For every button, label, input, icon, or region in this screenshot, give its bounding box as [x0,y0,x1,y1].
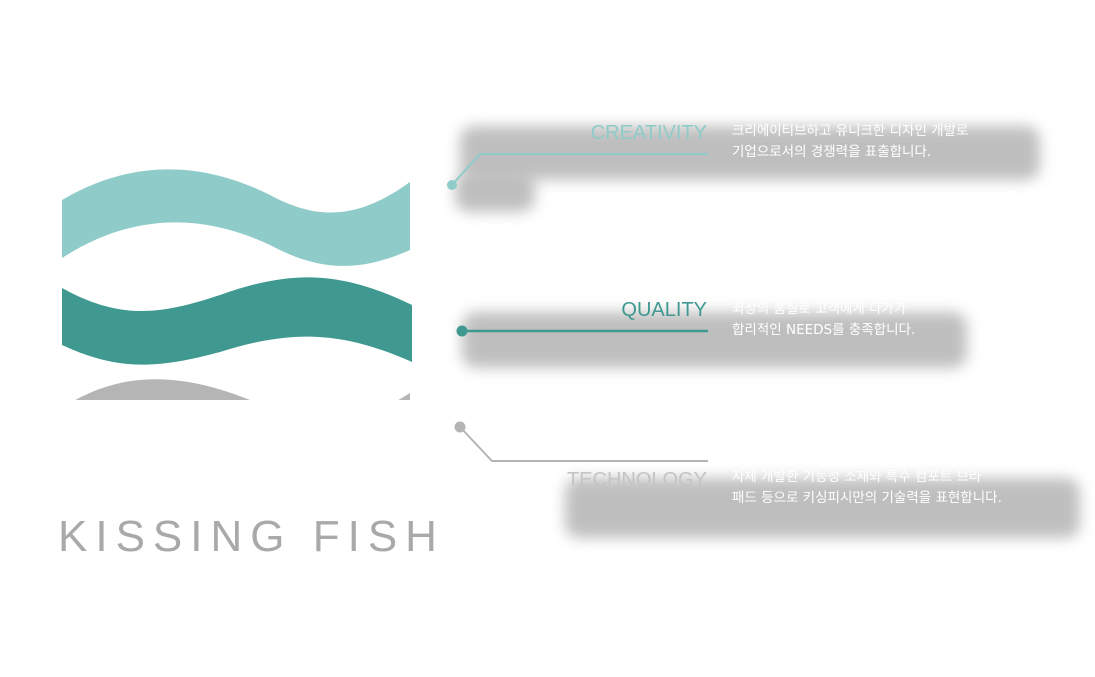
creativity-dot [447,180,457,190]
creativity-desc-line2: 기업으로서의 경쟁력을 표출합니다. [732,144,932,160]
technology-wave [75,379,410,400]
technology-desc-line1: 자체 개발한 기능성 소재와 특수 컴포트 브라 [732,469,982,485]
creativity-wave [62,169,410,266]
kissing-fish-logo [62,169,412,400]
creativity-connector [451,153,708,186]
quality-desc: 최상의 품질로 고객에게 다가가 합리적인 NEEDS를 충족합니다. [732,299,915,341]
quality-label: QUALITY [621,299,707,321]
technology-connector [459,426,708,462]
technology-label: TECHNOLOGY [566,469,707,491]
creativity-shadow-tail [455,172,535,212]
technology-shadow [565,478,1080,538]
quality-desc-line2: 합리적인 NEEDS를 충족합니다. [732,322,916,338]
technology-desc: 자체 개발한 기능성 소재와 특수 컴포트 브라 패드 등으로 키싱피시만의 기… [732,467,1002,509]
creativity-desc: 크리에이티브하고 유니크한 디자인 개발로 기업으로서의 경쟁력을 표출합니다. [732,121,968,163]
quality-wave [62,277,412,365]
brand-wordmark: KISSING FISH [58,512,445,561]
quality-shadow [462,312,967,368]
quality-dot [456,325,468,337]
technology-dot [454,421,466,433]
quality-desc-line1: 최상의 품질로 고객에게 다가가 [732,301,907,317]
creativity-label: CREATIVITY [590,122,707,144]
creativity-desc-line1: 크리에이티브하고 유니크한 디자인 개발로 [732,123,969,139]
technology-desc-line2: 패드 등으로 키싱피시만의 기술력을 표현합니다. [732,490,1002,506]
